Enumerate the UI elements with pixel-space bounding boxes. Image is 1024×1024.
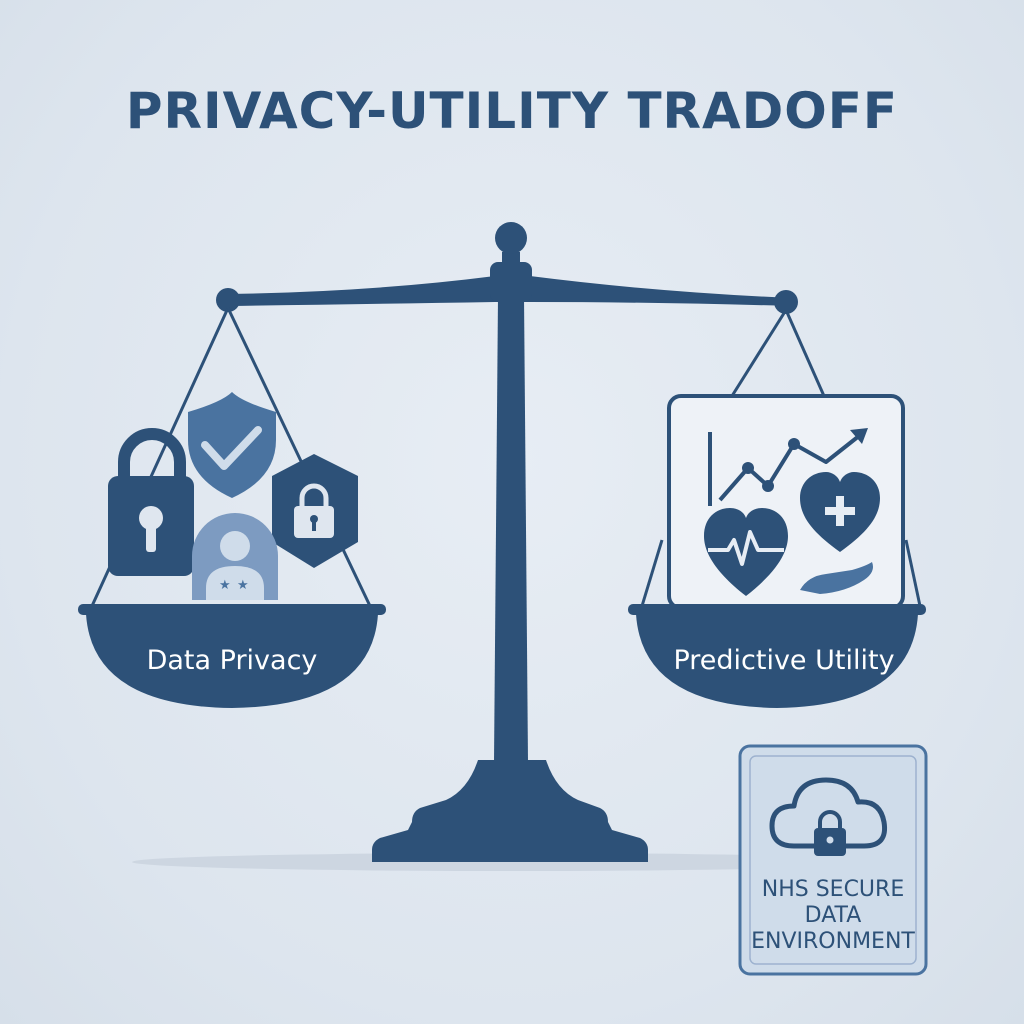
right-pan-group: Predictive Utility: [628, 309, 926, 708]
left-pan-label: Data Privacy: [147, 645, 318, 676]
badge-line-1: NHS SECURE: [762, 877, 904, 902]
scale-structure: [216, 222, 798, 862]
caring-hand-icon: [800, 562, 873, 594]
user-profile-icon: ★ ★: [192, 513, 278, 600]
badge-line-3: ENVIRONMENT: [751, 929, 915, 954]
nhs-secure-badge: NHS SECURE DATA ENVIRONMENT: [738, 744, 928, 976]
right-pan-rim: [628, 604, 926, 615]
left-beam-knob: [216, 288, 240, 312]
left-pan-string: [226, 307, 372, 607]
right-pan-string: [730, 309, 788, 397]
right-pan-label: Predictive Utility: [673, 645, 894, 676]
heart-plus-icon: [800, 472, 880, 552]
svg-text:★: ★: [219, 578, 231, 593]
left-pan-group: ★ ★ Data Privacy: [78, 307, 386, 708]
right-beam-knob: [774, 290, 798, 314]
padlock-icon: [108, 428, 194, 576]
badge-line-2: DATA: [805, 903, 862, 928]
shield-check-icon: [188, 392, 276, 498]
left-pan-rim: [78, 604, 386, 615]
right-pan-bowl: [636, 614, 918, 708]
scale-pivot: [490, 262, 532, 302]
trend-chart-icon: [708, 428, 868, 506]
scale-finial: [495, 222, 527, 254]
scale-pillar: [494, 296, 528, 762]
svg-text:★: ★: [237, 578, 249, 593]
right-pan-string: [784, 309, 826, 397]
heart-pulse-icon: [704, 508, 788, 596]
hexagon-lock-icon: [272, 454, 358, 568]
cloud-lock-icon: [769, 777, 888, 856]
left-pan-bowl: [86, 614, 378, 708]
badge-frame: [738, 744, 928, 976]
diagram-title: PRIVACY-UTILITY TRADOFF: [125, 82, 899, 140]
scale-base: [372, 760, 648, 862]
